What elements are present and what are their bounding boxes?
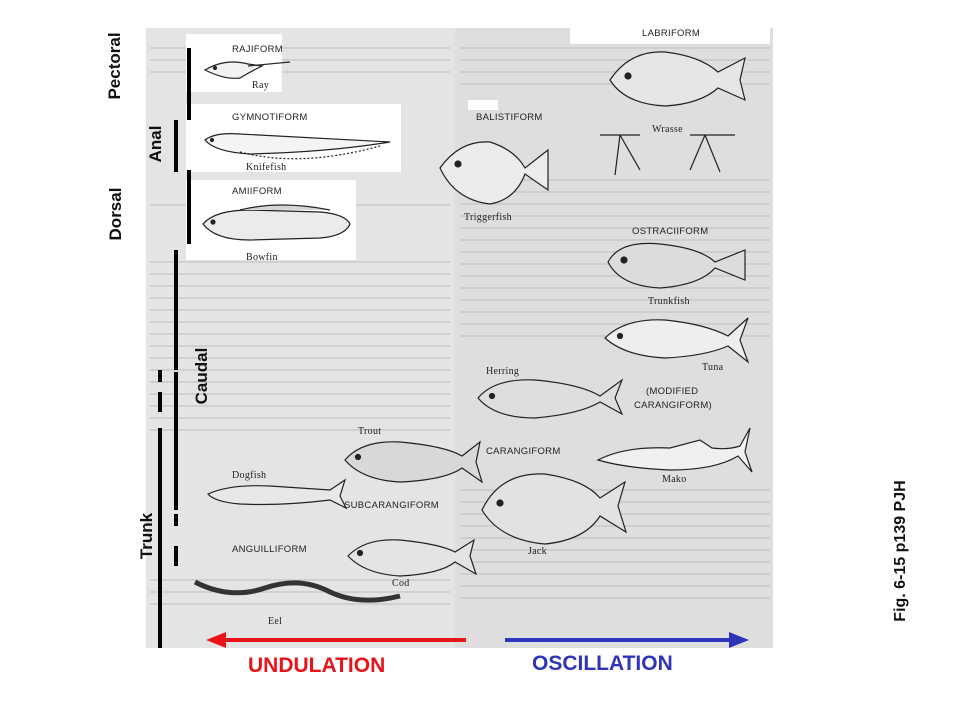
label-amiiform: AMIIFORM [232, 186, 282, 197]
triggerfish-drawing [439, 141, 549, 205]
label-eel: Eel [268, 616, 283, 627]
label-dogfish: Dogfish [232, 470, 267, 481]
eel-drawing [193, 579, 401, 603]
label-carangiform: CARANGIFORM [486, 446, 561, 457]
label-anguilliform: ANGUILLIFORM [232, 544, 307, 555]
label-modified-carangiform-2: CARANGIFORM) [634, 400, 713, 411]
wrasse-drawing [600, 51, 746, 176]
label-trunkfish: Trunkfish [648, 296, 690, 307]
label-modified-carangiform-1: (MODIFIED [646, 386, 699, 397]
ray-drawing [203, 61, 291, 79]
figure-caption: Fig. 6-15 p139 PJH [892, 480, 909, 622]
oscillation-label: OSCILLATION [532, 652, 673, 675]
label-ray: Ray [252, 80, 270, 91]
bowfin-drawing [202, 204, 351, 241]
label-triggerfish: Triggerfish [464, 212, 512, 223]
label-bowfin: Bowfin [246, 252, 278, 263]
trunkfish-drawing [607, 242, 746, 289]
oscillation-arrow [505, 632, 749, 648]
herring-drawing [477, 378, 624, 419]
undulation-label: UNDULATION [248, 654, 386, 677]
knifefish-drawing [204, 133, 391, 160]
label-wrasse: Wrasse [652, 124, 683, 135]
trout-drawing [344, 440, 484, 484]
label-ostraciiform: OSTRACIIFORM [632, 226, 709, 237]
cod-drawing [347, 538, 478, 577]
label-balistiform: BALISTIFORM [476, 112, 543, 123]
label-mako: Mako [662, 474, 687, 485]
label-herring: Herring [486, 366, 520, 377]
label-cod: Cod [392, 578, 410, 589]
label-trout: Trout [358, 426, 382, 437]
dogfish-drawing [207, 478, 348, 510]
label-rajiform: RAJIFORM [232, 44, 283, 55]
label-tuna: Tuna [702, 362, 724, 373]
label-gymnotiform: GYMNOTIFORM [232, 112, 308, 123]
label-knifefish: Knifefish [246, 162, 287, 173]
tuna-drawing [604, 317, 750, 364]
mako-drawing [596, 427, 753, 473]
label-labriform: LABRIFORM [642, 28, 701, 39]
label-subcarangiform: SUBCARANGIFORM [344, 500, 439, 511]
undulation-arrow [206, 632, 466, 648]
label-jack: Jack [528, 546, 547, 557]
jack-drawing [481, 473, 628, 545]
